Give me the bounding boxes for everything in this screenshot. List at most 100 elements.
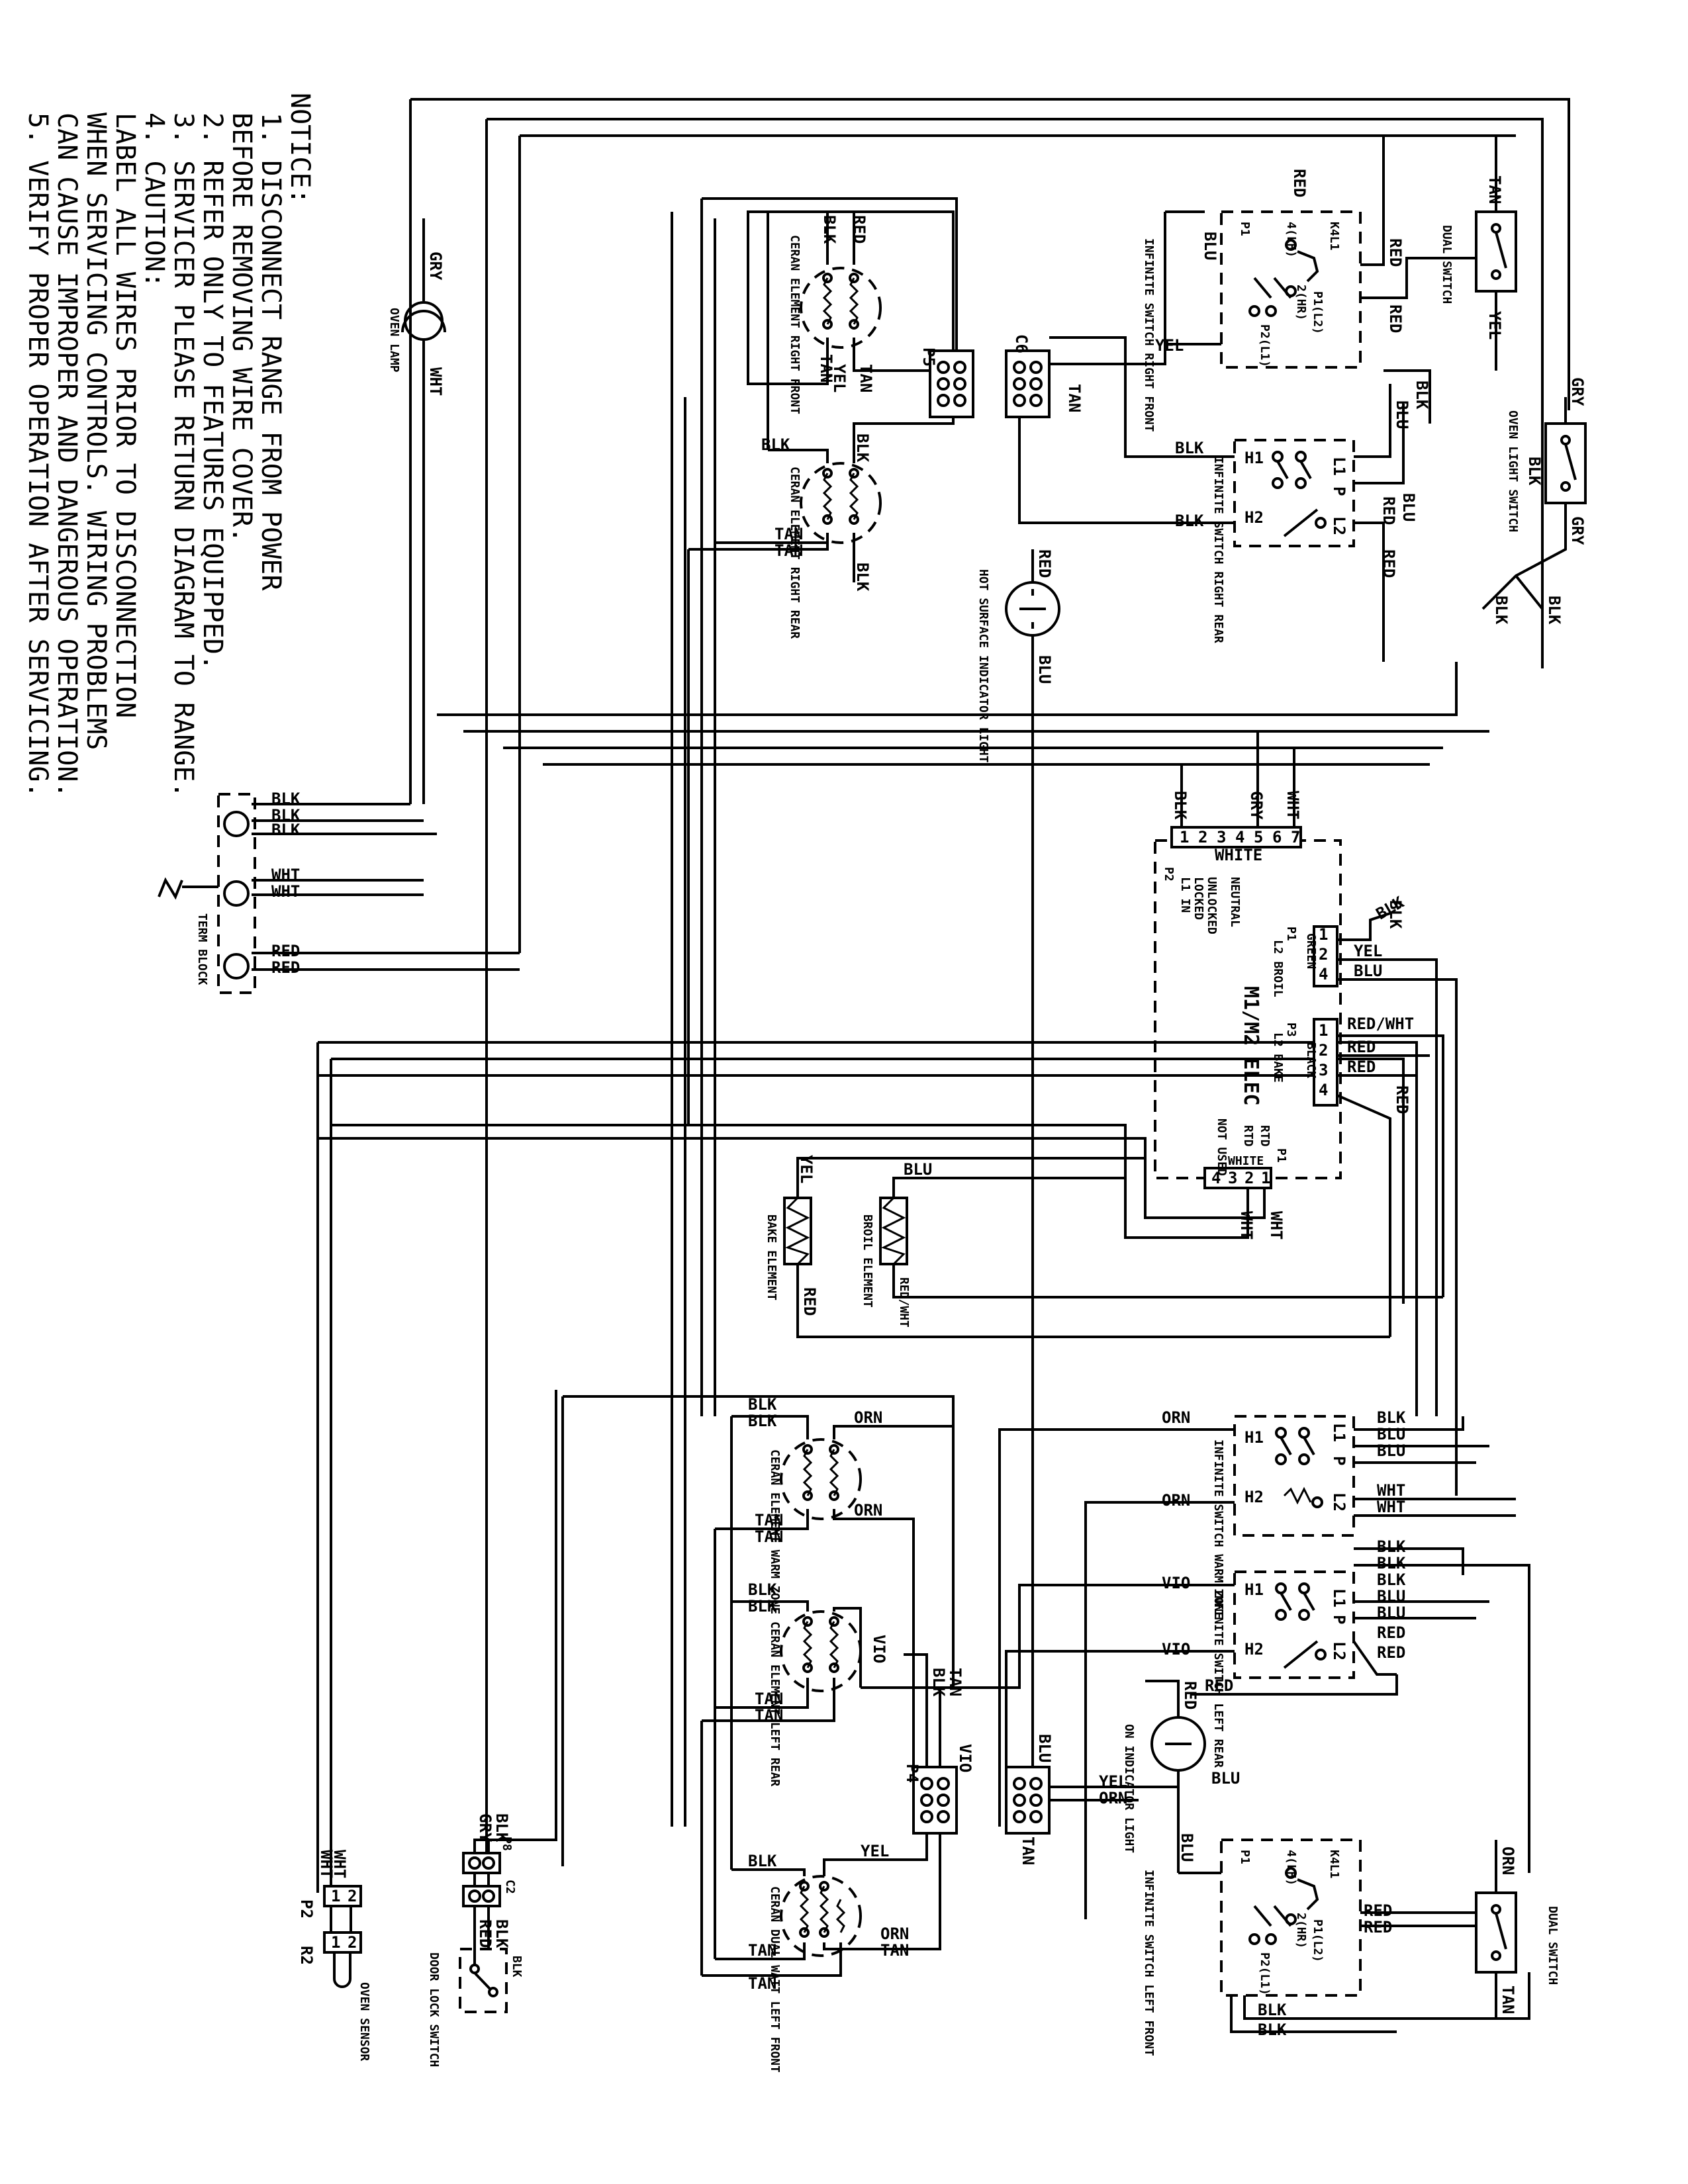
b-l2bake: L2 BAKE (1271, 1032, 1285, 1083)
tb-wht-1: WHT (271, 866, 300, 884)
dls-com: BLK (510, 1956, 524, 1978)
ewz-blk: BLK (748, 1395, 777, 1414)
lr-blk-2: BLK (1377, 1554, 1406, 1572)
b-pin-3: 3 (1319, 1061, 1328, 1079)
tb-blk-2: BLK (271, 806, 301, 825)
elr-vio: VIO (870, 1635, 888, 1663)
lr-l1: L1 (1330, 1588, 1348, 1608)
broil-redwht: RED/WHT (897, 1277, 911, 1328)
lf-4lh: 4(LH) (1284, 1850, 1298, 1886)
door-lock-switch: BLK DOOR LOCK SWITCH (427, 1906, 524, 2067)
rr-blu: BLU (1399, 493, 1418, 522)
lr-vio-2: VIO (1162, 1640, 1190, 1659)
rf-red-2: RED (1386, 238, 1405, 267)
rf-p1l2: P1(L2) (1311, 291, 1325, 334)
lr-red-2: RED (1377, 1643, 1405, 1662)
notice-line-6: LABEL ALL WIRES PRIOR TO DISCONNECTION (110, 113, 140, 718)
g-blu: BLU (1354, 962, 1382, 980)
notice-line-2: BEFORE REMOVING WIRE COVER. (226, 113, 257, 543)
ceran-element-warm-zone: ORN ORN BLK BLK TAN TAN CERAN ELEMENT WA… (563, 1395, 955, 1827)
tb-blk-1: BLK (271, 790, 301, 808)
lr-l2: L2 (1330, 1641, 1348, 1661)
on-indicator-light: RED RED BLU ON INDICATOR LIGHT (1122, 1674, 1398, 1853)
wz-h2: H2 (1244, 1488, 1264, 1506)
g-p1: P1 (1284, 927, 1298, 941)
dual-switch-top-label: DUAL SWITCH (1440, 225, 1454, 304)
elf-tan-3: TAN (748, 1974, 776, 1993)
rf-red-3: RED (1386, 304, 1405, 333)
tc-p2: P2 (1162, 867, 1176, 882)
control-label: M1/M2 ELEC (1239, 986, 1262, 1106)
inf-switch-warm-zone: H1 H2 L1 P L2 ORN ORN BLK BLU BLU WHT WH… (998, 1408, 1516, 1919)
oven-sensor: 1 2 P2 1 2 R2 WHT WHT OVEN SENSOR (297, 1850, 371, 2061)
rf-p2l1: P2(L1) (1258, 324, 1272, 367)
notice-line-8: CAN CAUSE IMPROPER AND DANGEROUS OPERATI… (52, 113, 82, 798)
wz-p: P (1330, 1456, 1348, 1465)
notice-line-5: 4. CAUTION: (139, 113, 169, 288)
elf-orn: ORN (880, 1925, 909, 1943)
tc-pin-7: 7 (1291, 828, 1300, 846)
elf-tan-2: TAN (748, 1941, 776, 1960)
dual-switch-bottom: ORN TAN DUAL SWITCH (1475, 1840, 1560, 2019)
dls-label: DOOR LOCK SWITCH (427, 1952, 441, 2067)
ewz-tan-2: TAN (755, 1527, 783, 1546)
hsl-label: HOT SURFACE INDICATOR LIGHT (976, 569, 990, 763)
ds-top-yel: YEL (1485, 311, 1504, 340)
ewz-blk-2: BLK (748, 1412, 777, 1430)
inf-lr-label: INFINITE SWITCH LEFT REAR (1211, 1588, 1225, 1768)
tb-blk-3: BLK (271, 821, 301, 839)
lr-red: RED (1377, 1623, 1405, 1642)
notice-heading: NOTICE: (285, 93, 315, 205)
oil-red-2: RED (1205, 1676, 1233, 1695)
bake-yel: YEL (797, 1155, 816, 1183)
btm-pin-3: 3 (1228, 1169, 1237, 1187)
lc-blu: BLU (1035, 1734, 1054, 1762)
btm-wht: WHT (1237, 1211, 1256, 1240)
wz-l2: L2 (1330, 1492, 1348, 1512)
connector-p5: P5 (919, 347, 974, 418)
elr-tan-2: TAN (755, 1706, 783, 1725)
b-red-2: RED (1347, 1058, 1376, 1076)
elr-label: CERAN ELEMENT LEFT REAR (768, 1621, 782, 1786)
connector-c2: C2 RED BLK (462, 1880, 517, 1948)
p4-vio: VIO (956, 1744, 974, 1772)
c6-tan: TAN (1065, 384, 1084, 412)
c6-yel: YEL (1155, 336, 1184, 355)
rf-red: RED (1290, 169, 1309, 197)
wz-orn: ORN (1162, 1408, 1190, 1427)
lr-blk: BLK (1377, 1537, 1406, 1556)
wz-h1: H1 (1244, 1428, 1264, 1447)
bake-red: RED (800, 1287, 819, 1316)
err-blk-3: BLK (853, 563, 872, 592)
tc-gry: GRY (1247, 791, 1266, 820)
err-label: CERAN ELEMENT RIGHT REAR (788, 467, 802, 639)
oil-red: RED (1181, 1681, 1199, 1709)
wz-blu: BLU (1377, 1425, 1405, 1443)
lc-tan: TAN (1019, 1837, 1037, 1865)
connector-c6: C6 (1005, 334, 1051, 418)
b-p3: P3 (1284, 1023, 1298, 1037)
b-redwht: RED/WHT (1347, 1015, 1414, 1033)
left-column-wires (561, 197, 1205, 1976)
rr-h2: H2 (1244, 508, 1264, 527)
notice-line-4: 3. SERVICER PLEASE RETURN DIAGRAM TO RAN… (168, 113, 199, 798)
ewz-tan: TAN (755, 1511, 783, 1529)
c2-red: RED (476, 1919, 494, 1948)
g-pin-4: 4 (1319, 965, 1328, 983)
bake-label: BAKE ELEMENT (765, 1214, 778, 1300)
btm-wht-2: WHT (1267, 1211, 1286, 1240)
control-board: M1/M2 ELEC 1 2 3 4 5 6 7 WHITE P2 L1 IN … (318, 731, 1458, 1496)
rf-2hr: 2(HR) (1294, 285, 1308, 320)
ols-blk: BLK (1525, 457, 1544, 486)
tc-white: WHITE (1215, 846, 1262, 864)
hsl-blu: BLU (1035, 655, 1054, 684)
elf-label: CERAN DUAL WATT LEFT FRONT (768, 1886, 782, 2073)
tc-blk: BLK (1171, 791, 1190, 820)
tc-pin-4: 4 (1235, 828, 1244, 846)
tc-pin-3: 3 (1217, 828, 1226, 846)
lr-vio: VIO (1162, 1574, 1190, 1592)
g-pin-2: 2 (1319, 945, 1328, 964)
inf-switch-left-front: K4L1 P1(L2) 4(LH) 2(HR) P1 P2(L1) BLU RE… (1142, 1833, 1530, 2056)
broil-element: BLU RED/WHT BROIL ELEMENT (861, 1160, 1443, 1328)
